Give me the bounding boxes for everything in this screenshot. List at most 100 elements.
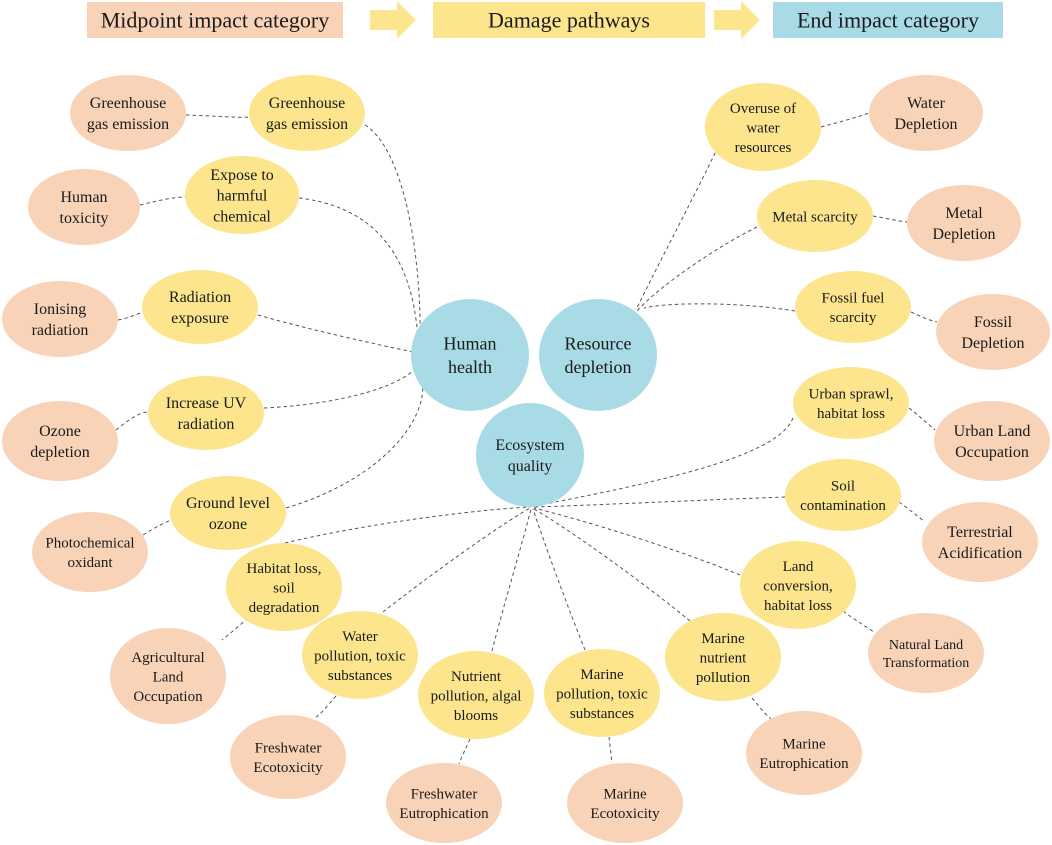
node-layer: HumanhealthResourcedepletionEcosystemqua… [2,75,1050,843]
midpoint-label: Eutrophication [399,806,489,822]
connector-resource-to-fossil [643,303,796,312]
midpoint-label: Terrestrial [947,524,1013,541]
connector-human-health-to-radiation [257,314,414,353]
midpoint-ellipse [567,763,683,843]
midpoint-label: Ozone [39,423,81,440]
connector-ozone-depletion-link [115,411,149,431]
connector-fossil-depletion-link [910,311,938,323]
pathway-node-soil-contamination: Soil contamination [785,459,901,531]
pathway-label: Land [783,559,814,575]
pathway-ellipse [795,271,911,343]
pathway-label: chemical [213,208,271,225]
midpoint-label: Acidification [938,545,1022,562]
connector-natural-land-link [842,610,875,633]
pathway-label: Expose to [210,167,274,184]
midpoint-ellipse [869,75,983,151]
legend-pathway: Damage pathways [433,2,705,38]
midpoint-label: Depletion [894,116,957,133]
midpoint-ellipse [922,502,1038,582]
pathway-ellipse [740,541,856,629]
connector-resource-to-water [635,146,719,311]
midpoint-label: Greenhouse [90,95,166,112]
pathway-label: water [746,120,779,136]
midpoint-ellipse [907,185,1021,261]
pathway-label: pollution, algal [431,688,522,704]
midpoint-label: Depletion [961,335,1024,352]
pathway-ellipse [785,459,901,531]
midpoint-node-ionising: Ionising radiation [2,281,118,357]
connector-photochemical-link [142,519,173,536]
connector-marine-ecotox-link [608,736,613,764]
legend-endpoint-label: End impact category [797,8,979,33]
midpoint-label: Land [153,669,184,685]
pathway-label: blooms [454,708,498,724]
endpoint-ellipse [539,299,657,411]
connector-eco-to-soil [533,496,786,508]
pathway-label: pollution, toxic [556,686,648,702]
pathway-ellipse [226,543,342,631]
legend-midpoint-box [87,2,343,38]
midpoint-label: Marine [782,737,826,753]
pathway-label: harmful [217,188,268,205]
pathway-ellipse [170,476,286,550]
endpoint-label: Resource [565,334,632,354]
legend-endpoint-box [773,2,1003,38]
pathway-label: exposure [171,310,229,327]
pathway-ellipse [665,613,781,701]
connector-eco-to-marine-toxic [532,508,586,651]
midpoint-label: Metal [945,205,983,222]
pathway-label: degradation [249,600,320,616]
legend: Midpoint impact category Damage pathways E… [87,1,1003,39]
connector-eco-to-marine-nutrient [533,508,691,622]
arrow-right-icon [714,1,760,39]
pathway-label: Urban sprawl, [809,387,894,403]
connector-eco-to-water-toxic [382,507,531,613]
connector-eco-to-habitat-soil [284,506,531,544]
arrow-right-icon [370,1,416,39]
midpoint-label: Ecotoxicity [253,760,323,776]
pathway-label: soil [273,580,295,596]
connector-eco-to-land-conversion [533,507,741,576]
midpoint-label: Freshwater [411,787,478,803]
pathway-node-urban-sprawl: Urban sprawl,habitat loss [793,367,909,439]
midpoint-label: Ionising [34,301,86,318]
pathway-label: substances [570,706,634,722]
connector-freshwater-eutro-link [458,738,471,765]
pathway-label: pollution, toxic [314,648,406,664]
pathway-ellipse [793,367,909,439]
pathway-label: Soil [831,479,855,495]
midpoint-label: toxicity [60,210,109,227]
pathway-node-harmful-chemical: Expose to harmful chemical [185,156,299,234]
connector-terrestrial-acid-link [898,501,926,523]
pathway-label: contamination [800,498,886,514]
pathway-ellipse [249,75,365,151]
pathway-label: Marine [701,631,745,647]
pathway-ellipse [418,651,534,739]
endpoint-label: quality [508,458,552,475]
connector-eco-to-nutrient-algal [491,508,532,652]
pathway-label: Overuse of [730,101,796,117]
legend-midpoint-label: Midpoint impact category [101,8,330,33]
connector-resource-to-metal [635,226,758,313]
midpoint-label: radiation [32,322,89,339]
midpoint-label: Transformation [883,656,970,671]
pathway-label: Radiation [169,289,231,306]
legend-pathway-label: Damage pathways [488,8,650,33]
